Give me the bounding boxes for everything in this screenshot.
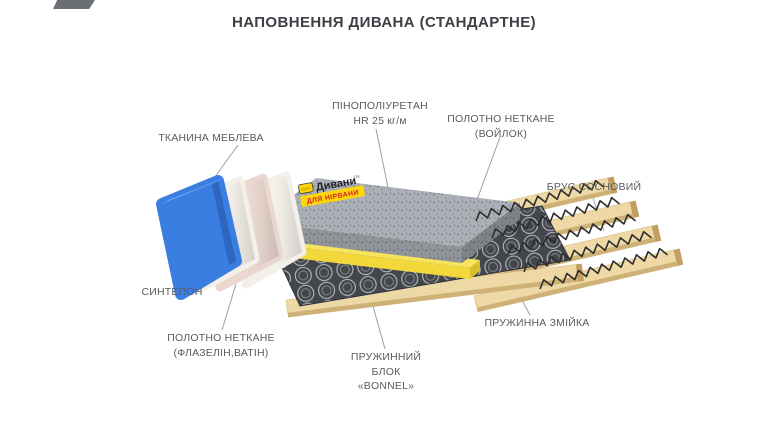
brand-sofa-icon-seat [300, 186, 312, 192]
leader-line-flazelin [221, 283, 237, 331]
label-sintepon: СИНТЕПОН [141, 286, 203, 298]
pine-beams [285, 176, 684, 318]
leader-line-bonnel [370, 298, 386, 350]
label-felt: ПОЛОТНО НЕТКАНЕ (ВОЙЛОК) [447, 113, 555, 140]
brand-logo: Дивани ТМ ДЛЯ НІРВАНИ [298, 174, 365, 207]
fabric-layer-top-highlight [162, 178, 224, 204]
label-zigzag: ПРУЖИННА ЗМІЙКА [484, 317, 590, 329]
screen-artifact [53, 0, 95, 9]
label-flazelin: ПОЛОТНО НЕТКАНЕ (ФЛАЗЕЛІН,ВАТІН) [167, 332, 275, 359]
label-bonnel: ПРУЖИННИЙ БЛОК «BONNEL» [350, 351, 422, 393]
leader-line-fabric [211, 144, 239, 182]
brand-tagline-band [300, 185, 365, 207]
soft-layers [156, 171, 307, 300]
fabric-layer-edge-shade [212, 181, 236, 265]
leader-line-felt [473, 136, 501, 209]
label-foam: ПІНОПОЛІУРЕТАН HR 25 кг/м [332, 100, 428, 127]
foam-layer: Дивани ТМ ДЛЯ НІРВАНИ [258, 174, 520, 263]
pine-front-beam [285, 263, 584, 318]
label-pine: БРУС СОСНОВИЙ [546, 181, 642, 193]
diagram-title: НАПОВНЕННЯ ДИВАНА (СТАНДАРТНЕ) [231, 14, 537, 31]
brand-tm: ТМ [353, 174, 360, 180]
label-fabric: ТКАНИНА МЕБЛЕВА [158, 132, 264, 144]
